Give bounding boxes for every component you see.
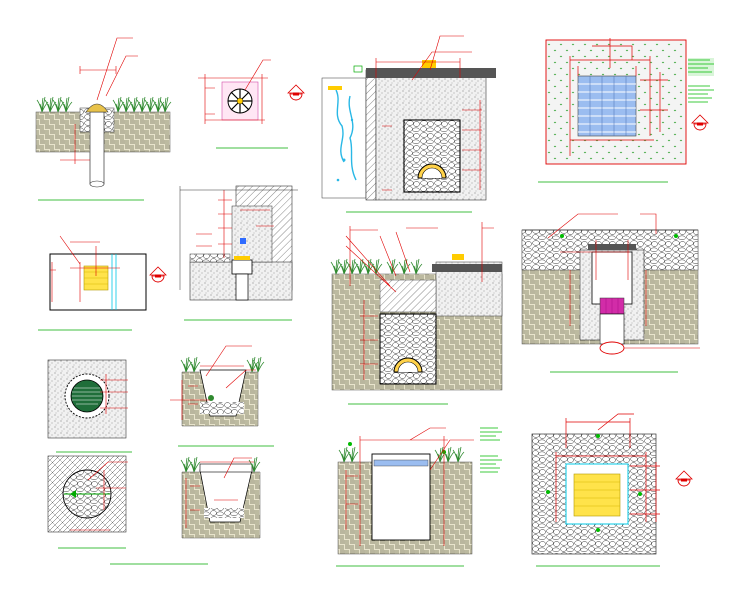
detail-trench-section-a — [170, 345, 274, 447]
detail-catch-basin-plan — [38, 235, 167, 331]
detail-wall-drain-section — [321, 35, 496, 213]
detail-grate-plan-in-lawn — [538, 38, 714, 183]
detail-wall-footing-section — [179, 185, 298, 321]
detail-gravel-pit-section — [521, 213, 700, 373]
detail-stone-manhole-plan — [47, 455, 128, 549]
detail-round-manhole-plan — [47, 359, 132, 453]
detail-trench-section-b — [110, 456, 261, 565]
detail-round-grate-plan — [198, 59, 305, 149]
detail-open-channel-section — [336, 427, 502, 567]
detail-grass-drain-riser — [35, 37, 172, 201]
detail-french-drain-section — [330, 222, 503, 405]
detail-rubble-basin-plan — [531, 413, 693, 567]
